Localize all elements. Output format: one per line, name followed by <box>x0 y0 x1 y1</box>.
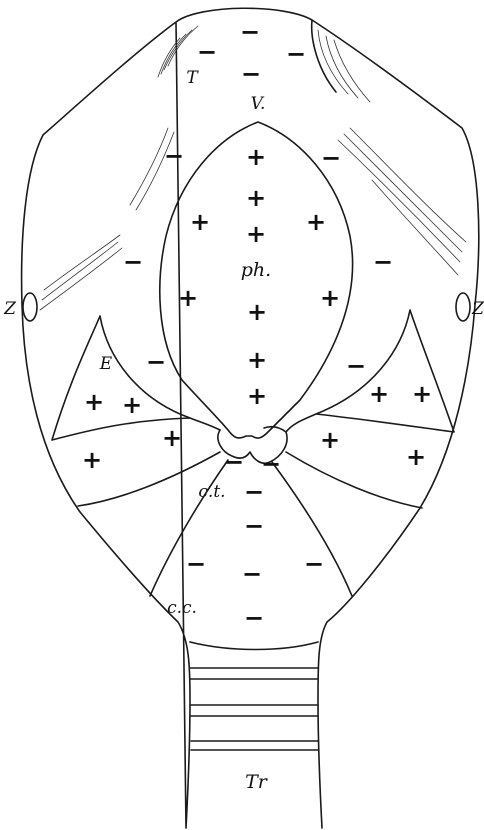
plus-signs: + + + + + + + + + + + + + + + + + + <box>82 143 432 474</box>
plus-sign: + <box>178 284 198 312</box>
label-T: T <box>186 68 199 88</box>
top-right-hatching <box>312 20 370 102</box>
minus-sign: − <box>244 478 264 506</box>
plus-sign: + <box>247 382 267 410</box>
plus-sign: + <box>84 388 104 416</box>
label-Z-left: Z <box>3 299 17 319</box>
minus-sign: − <box>224 448 244 476</box>
label-ph: ph. <box>241 259 271 281</box>
plus-sign: + <box>406 443 426 471</box>
left-diagonal-hatching <box>40 128 174 310</box>
label-ct: c.t. <box>198 482 225 502</box>
minus-sign: − <box>146 348 166 376</box>
minus-sign: − <box>242 560 262 588</box>
minus-sign: − <box>346 352 366 380</box>
left-E-region <box>52 316 220 440</box>
plus-sign: + <box>320 426 340 454</box>
minus-sign: − <box>244 604 264 632</box>
minus-sign: − <box>261 450 281 478</box>
plus-sign: + <box>412 380 432 408</box>
right-diagonal-hatching <box>338 128 466 275</box>
plus-sign: + <box>190 208 210 236</box>
label-cc: c.c. <box>167 598 197 618</box>
minus-sign: − <box>286 40 306 68</box>
minus-sign: − <box>164 142 184 170</box>
plus-sign: + <box>122 391 142 419</box>
right-Z-ellipse <box>456 293 470 321</box>
label-E: E <box>99 354 113 374</box>
plus-sign: + <box>82 446 102 474</box>
minus-sign: − <box>197 38 217 66</box>
neck-top-curve <box>190 642 318 650</box>
trachea-rings <box>190 668 318 750</box>
plus-sign: + <box>162 424 182 452</box>
lower-divider-right <box>286 452 422 508</box>
plus-sign: + <box>246 184 266 212</box>
minus-sign: − <box>373 248 393 276</box>
plus-sign: + <box>369 380 389 408</box>
label-Tr: Tr <box>245 771 269 793</box>
plus-sign: + <box>247 298 267 326</box>
minus-sign: − <box>186 550 206 578</box>
label-Z-right: Z <box>471 299 484 319</box>
label-V: V. <box>251 94 266 114</box>
minus-sign: − <box>244 512 264 540</box>
plus-sign: + <box>247 346 267 374</box>
plus-sign: + <box>246 143 266 171</box>
right-E-region <box>286 310 454 432</box>
plus-sign: + <box>320 284 340 312</box>
minus-sign: − <box>241 60 261 88</box>
minus-sign: − <box>321 144 341 172</box>
plus-sign: + <box>306 208 326 236</box>
minus-sign: − <box>240 18 260 46</box>
left-Z-ellipse <box>23 293 37 321</box>
plus-sign: + <box>246 220 266 248</box>
minus-sign: − <box>123 248 143 276</box>
minus-sign: − <box>304 550 324 578</box>
